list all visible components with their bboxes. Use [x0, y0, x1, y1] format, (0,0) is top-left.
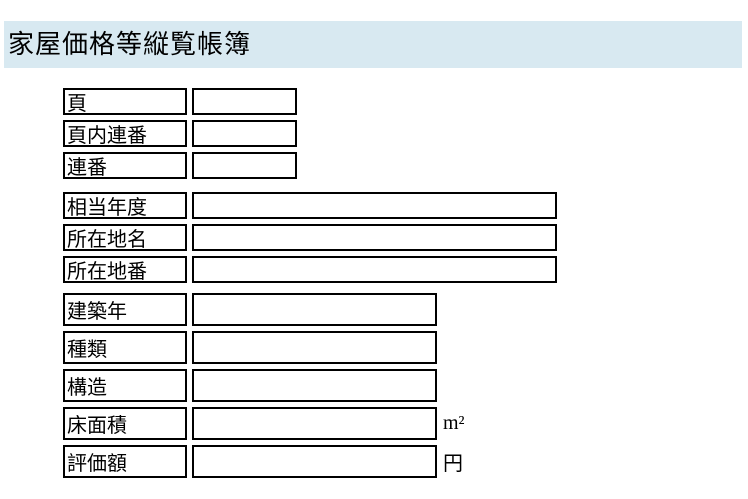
form-row-lot-number: 所在地番	[63, 256, 748, 283]
field-label-structure: 構造	[63, 369, 187, 402]
assessed-value-unit-label: 円	[443, 453, 463, 475]
field-label-building-type: 種類	[63, 331, 187, 364]
page-header: 家屋価格等縦覧帳簿	[4, 21, 742, 68]
field-label-page: 頁	[63, 88, 187, 115]
page-title: 家屋価格等縦覧帳簿	[8, 29, 252, 59]
form-row-building-type: 種類	[63, 331, 748, 364]
field-label-page-serial: 頁内連番	[63, 120, 187, 147]
assessed-value-input[interactable]	[192, 445, 437, 478]
form-row-assessed-value: 評価額 円	[63, 445, 748, 478]
building-fields-group: 建築年 種類 構造 床面積 m² 評価額 円	[63, 293, 748, 478]
fiscal-year-input[interactable]	[192, 192, 557, 219]
floor-area-unit-label: m²	[443, 412, 465, 434]
field-label-fiscal-year: 相当年度	[63, 192, 187, 219]
location-fields-group: 相当年度 所在地名 所在地番	[63, 192, 748, 283]
form-row-construction-year: 建築年	[63, 293, 748, 326]
field-label-floor-area: 床面積	[63, 407, 187, 440]
lot-number-input[interactable]	[192, 256, 557, 283]
location-name-input[interactable]	[192, 224, 557, 251]
field-label-assessed-value: 評価額	[63, 445, 187, 478]
form-area: 頁 頁内連番 連番 相当年度 所在地名 所在地番 建築年	[63, 88, 748, 478]
id-fields-group: 頁 頁内連番 連番	[63, 88, 748, 179]
page-input[interactable]	[192, 88, 297, 115]
form-row-fiscal-year: 相当年度	[63, 192, 748, 219]
floor-area-input[interactable]	[192, 407, 437, 440]
field-label-lot-number: 所在地番	[63, 256, 187, 283]
form-row-location-name: 所在地名	[63, 224, 748, 251]
form-row-page-serial: 頁内連番	[63, 120, 748, 147]
form-row-structure: 構造	[63, 369, 748, 402]
field-label-construction-year: 建築年	[63, 293, 187, 326]
building-type-input[interactable]	[192, 331, 437, 364]
construction-year-input[interactable]	[192, 293, 437, 326]
page-serial-input[interactable]	[192, 120, 297, 147]
field-label-serial: 連番	[63, 152, 187, 179]
field-label-location-name: 所在地名	[63, 224, 187, 251]
serial-input[interactable]	[192, 152, 297, 179]
form-row-serial: 連番	[63, 152, 748, 179]
form-row-page: 頁	[63, 88, 748, 115]
structure-input[interactable]	[192, 369, 437, 402]
form-row-floor-area: 床面積 m²	[63, 407, 748, 440]
